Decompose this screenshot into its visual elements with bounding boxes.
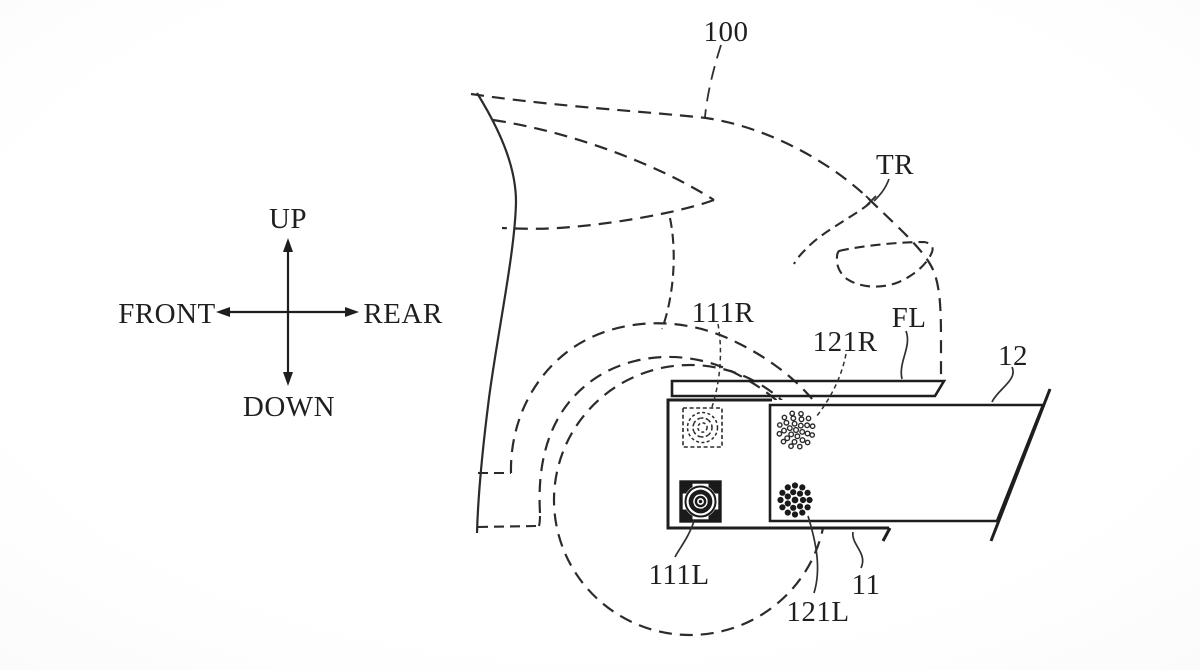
leader-12	[991, 366, 1014, 403]
label-12: 12	[998, 340, 1028, 372]
compass-down-label: DOWN	[243, 391, 335, 423]
leader-100	[704, 44, 722, 118]
rocker-line-lower	[477, 512, 542, 529]
label-fl: FL	[892, 302, 927, 334]
compass-up-label: UP	[269, 203, 307, 235]
carrier-box	[666, 398, 889, 530]
leader-11	[852, 531, 864, 569]
label-11: 11	[852, 569, 881, 601]
leader-tr	[873, 178, 890, 202]
wheel-arch-outer	[509, 322, 814, 474]
up-arrow-icon	[283, 238, 293, 252]
outlet-121r-icon	[776, 410, 816, 450]
body-side-edge	[475, 92, 518, 534]
label-121r: 121R	[813, 326, 878, 358]
roof-line	[470, 92, 943, 382]
carrier-box-end-tick	[881, 527, 892, 542]
leader-111r	[711, 323, 722, 408]
leader-fl	[900, 330, 909, 380]
fan-111r-icon	[682, 407, 723, 448]
tail-light-outline	[835, 240, 934, 288]
leader-111l	[674, 520, 695, 558]
rear-window-lower-edge	[501, 198, 715, 230]
hatch-seam-line	[661, 217, 675, 330]
outlet-121l-icon	[777, 482, 813, 518]
reference-labels: 100 TR 111R 121R FL 12 111L 121L 11	[648, 16, 1028, 628]
bumper-assembly	[666, 379, 1052, 542]
label-111l: 111L	[648, 559, 709, 591]
upper-flange-fl	[670, 379, 947, 398]
pillar-inner-line	[793, 202, 871, 265]
label-tr: TR	[876, 149, 914, 181]
front-arrow-icon	[216, 307, 230, 317]
rear-arrow-icon	[345, 307, 359, 317]
leader-121l	[807, 515, 819, 594]
bumper-beam-slant-edge	[989, 388, 1052, 542]
label-111r: 111R	[692, 297, 755, 329]
wheel-arch-inner	[538, 355, 792, 514]
car-body-outline	[470, 92, 943, 637]
rear-window-upper-edge	[492, 118, 715, 201]
leader-121r	[815, 353, 847, 418]
compass-front-label: FRONT	[118, 298, 216, 330]
fan-111l-icon	[679, 480, 722, 523]
label-100: 100	[704, 16, 749, 48]
leader-lines	[674, 44, 1014, 594]
label-121l: 121L	[786, 596, 849, 628]
orientation-compass: UP DOWN FRONT REAR	[118, 203, 443, 423]
bumper-beam-12	[768, 403, 1045, 523]
down-arrow-icon	[283, 372, 293, 386]
compass-rear-label: REAR	[363, 298, 443, 330]
tr-x-mark	[865, 195, 877, 207]
